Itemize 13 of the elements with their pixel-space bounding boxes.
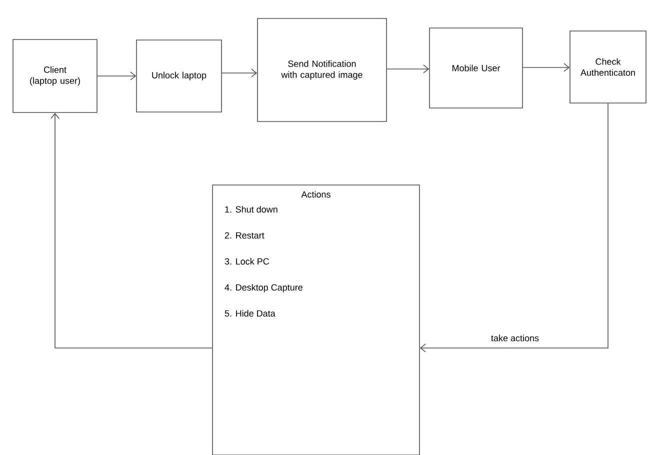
arrow [50, 112, 212, 348]
edge-label: take actions [490, 334, 540, 342]
arrow [386, 64, 430, 74]
process-box: Check Authenticaton [570, 30, 646, 104]
arrow [420, 103, 608, 352]
arrow [522, 63, 570, 72]
process-box: Unlock laptop [136, 40, 222, 112]
process-box: Actions 1. Shut down 2. Restart 3. Lock PC 4. Desktop Capture 5. Hide Data [212, 184, 420, 455]
process-box: Send Notification with captured image [257, 18, 387, 122]
arrow [222, 68, 258, 78]
process-box: Client (laptop user) [12, 39, 98, 113]
arrow [97, 72, 136, 80]
process-box: Mobile User [429, 28, 523, 108]
